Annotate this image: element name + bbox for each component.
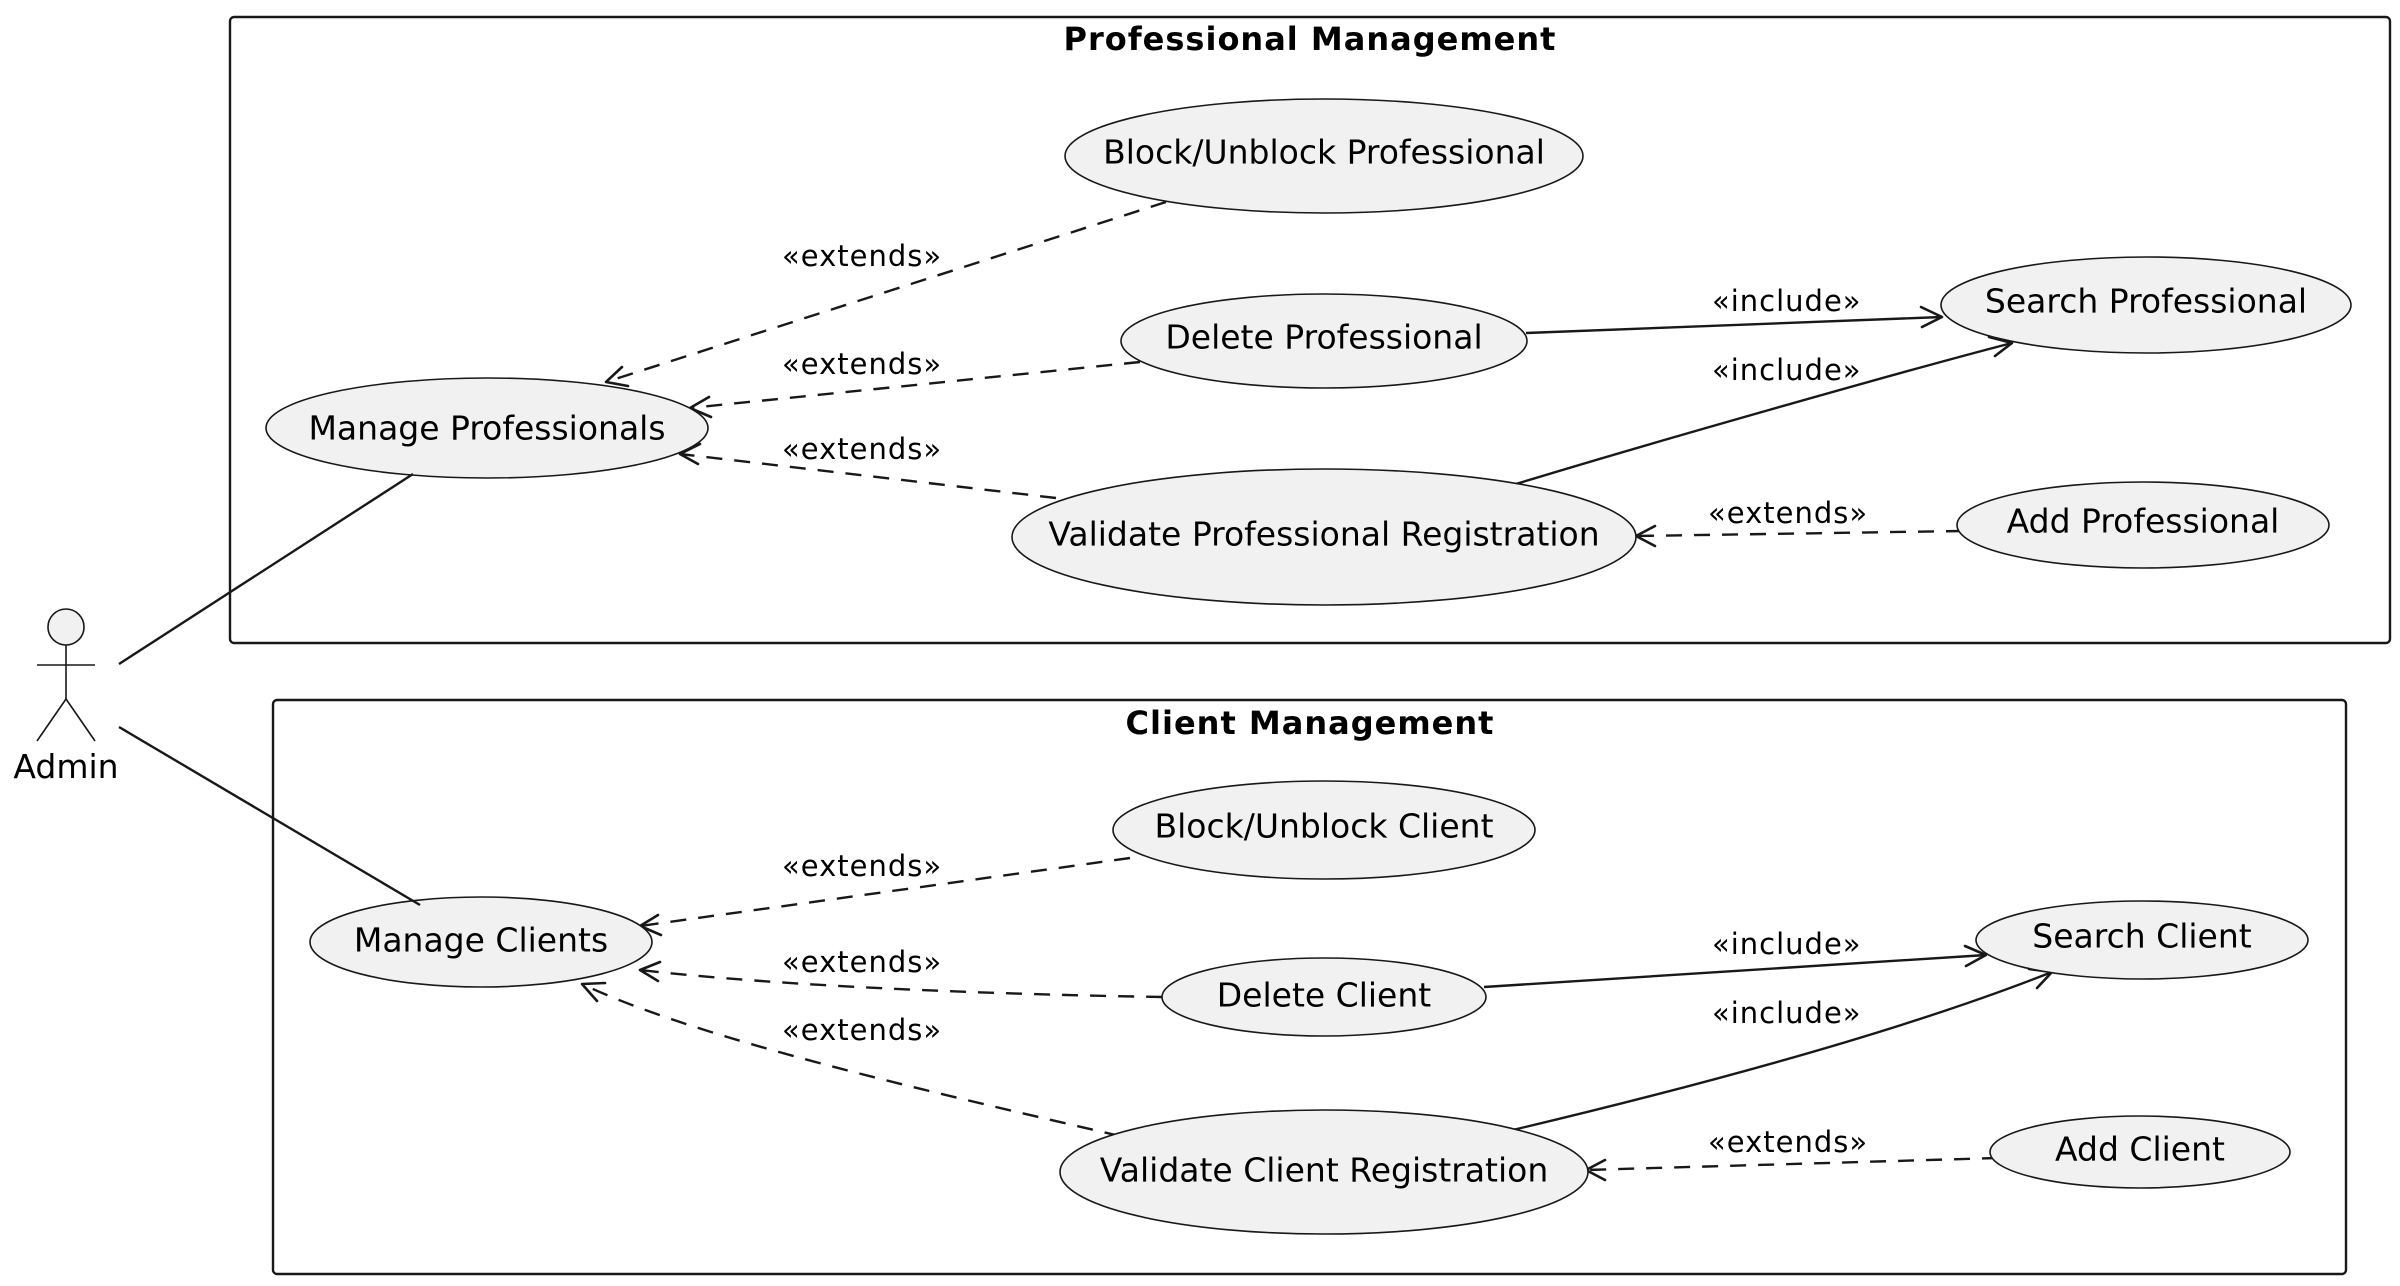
- include-label: «include»: [1712, 996, 1862, 1030]
- extends-label: «extends»: [782, 945, 942, 979]
- include-connector: [1515, 341, 2013, 486]
- use-case-manage-professionals: Manage Professionals: [265, 377, 709, 479]
- extends-connector: [581, 982, 1121, 1138]
- association-admin-manage-clients: [118, 725, 421, 907]
- use-case-label: Validate Professional Registration: [1048, 515, 1599, 554]
- use-case-label: Manage Clients: [354, 921, 608, 960]
- arrowhead: [1987, 335, 2014, 358]
- use-case-label: Block/Unblock Client: [1154, 807, 1493, 846]
- use-case-delete-professional: Delete Professional: [1120, 293, 1528, 389]
- use-case-label: Validate Client Registration: [1100, 1151, 1549, 1190]
- include-label: «include»: [1712, 353, 1862, 387]
- actor-admin: Admin: [13, 608, 119, 786]
- extends-connector: [1585, 1156, 1999, 1172]
- arrowhead: [1963, 944, 1988, 968]
- use-case-label: Add Client: [2055, 1130, 2225, 1169]
- arrowhead: [638, 960, 662, 983]
- use-case-block-unblock-professional: Block/Unblock Professional: [1064, 98, 1584, 214]
- arrowhead: [1919, 305, 1944, 329]
- extends-label: «extends»: [782, 347, 942, 381]
- arrowhead: [604, 365, 630, 388]
- include-label: «include»: [1712, 284, 1862, 318]
- use-case-add-client: Add Client: [1989, 1115, 2291, 1189]
- use-case-label: Manage Professionals: [308, 409, 665, 448]
- package-client-management: Client Management «extends» «extends» «e…: [271, 698, 2348, 1276]
- use-case-label: Search Professional: [1985, 282, 2307, 321]
- extends-connector: [639, 968, 1163, 999]
- extends-label: «extends»: [782, 1013, 942, 1047]
- extends-label: «extends»: [1708, 1125, 1868, 1159]
- include-connector: [1483, 953, 1987, 989]
- extends-label: «extends»: [782, 432, 942, 466]
- use-case-manage-clients: Manage Clients: [309, 896, 653, 988]
- relationships: «extends» «extends» «extends» «include» …: [604, 200, 2014, 548]
- actor-label: Admin: [13, 747, 118, 786]
- include-connector: [1499, 970, 2053, 1135]
- package-professional-management: Professional Management «extends» «exten…: [228, 15, 2392, 645]
- use-case-label: Add Professional: [2007, 502, 2280, 541]
- arrowhead: [580, 981, 607, 1003]
- package-frame: [271, 698, 2348, 1276]
- association-admin-manage-professionals: [118, 472, 414, 666]
- actor-head: [47, 608, 85, 646]
- use-case-validate-professional-registration: Validate Professional Registration: [1011, 468, 1637, 606]
- package-title: Professional Management: [1064, 20, 1557, 58]
- extends-connector: [679, 452, 1057, 500]
- package-frame: [228, 15, 2392, 645]
- use-case-label: Search Client: [2032, 917, 2251, 956]
- extends-label: «extends»: [1708, 496, 1868, 530]
- use-case-search-client: Search Client: [1975, 900, 2309, 980]
- use-case-label: Delete Professional: [1165, 318, 1482, 357]
- extends-connector: [1635, 529, 1963, 538]
- arrowhead: [678, 442, 702, 466]
- package-title: Client Management: [1126, 704, 1495, 742]
- relationships: «extends» «extends» «extends» «include» …: [580, 849, 2054, 1182]
- include-label: «include»: [1712, 927, 1862, 961]
- use-case-search-professional: Search Professional: [1940, 256, 2352, 354]
- use-case-block-unblock-client: Block/Unblock Client: [1112, 780, 1536, 880]
- extends-label: «extends»: [782, 239, 942, 273]
- actor-left-leg: [36, 698, 67, 742]
- extends-connector: [689, 360, 1141, 410]
- actor-right-leg: [65, 698, 96, 742]
- use-case-label: Delete Client: [1217, 976, 1432, 1015]
- include-connector: [1525, 315, 1943, 335]
- use-case-validate-client-registration: Validate Client Registration: [1059, 1109, 1589, 1235]
- extends-connector: [605, 200, 1167, 384]
- extends-label: «extends»: [782, 849, 942, 883]
- use-case-label: Block/Unblock Professional: [1103, 133, 1545, 172]
- use-case-delete-client: Delete Client: [1161, 957, 1487, 1037]
- use-case-add-professional: Add Professional: [1956, 481, 2330, 569]
